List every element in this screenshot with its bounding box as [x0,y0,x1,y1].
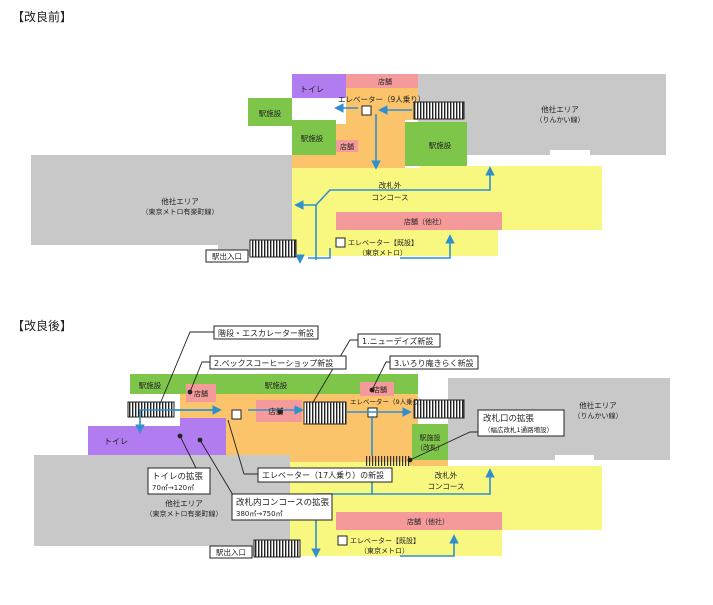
after-stairs-center [303,401,347,425]
after-shop-b-label: 店舗 [373,385,387,394]
before-elevator-label: エレベーター（9人乗り） [338,94,425,104]
after-dot-gate [407,457,413,463]
after-callout-elevator: エレベーター（17人乗り）の新設 [262,470,384,480]
after-exit-label: 駅出入口 [216,547,246,557]
before-elevator-existing-box [335,237,346,248]
after-other-area-left-label-1: 他社エリア [165,498,203,508]
after-other-area-left-label-2: （東京メトロ有楽町線） [146,509,223,518]
before-title: 【改良前】 [12,10,73,24]
after-dot-irori [369,387,375,393]
after-concourse-label-1: 改札外 [435,470,458,480]
before-other-area-left [31,155,292,256]
after-callout-elevator-box [257,467,393,483]
after-station-facility-gate [412,424,448,460]
after-shop-a [186,384,216,402]
before-stairs-bottom [249,239,297,258]
before-station-facility-left-label: 駅施設 [259,108,282,118]
after-callout-irori: 3.いろり庵きらく新設 [394,358,474,368]
after-dot-becks [187,389,193,395]
after-callout-stairs: 階段・エスカレーター新設 [218,328,314,338]
after-other-area-left [34,455,290,556]
before-toilet [292,74,346,98]
after-shop-b [360,382,394,396]
before-shop-small-label: 店舗 [340,142,354,151]
after-callout-gate-1: 改札口の拡張 [483,413,535,424]
before-concourse-label-2: コンコース [371,193,408,202]
after-title: 【改良後】 [12,319,73,333]
after-callout-concourse-1: 改札内コンコースの拡張 [236,497,330,508]
after-shop-other-label: 店舗（他社） [407,517,449,526]
after-stairs-right [413,399,465,419]
before-shop-other-label: 店舗（他社） [404,217,446,226]
after-toilet [88,418,226,455]
after-callout-toilet-1: トイレの拡張 [152,471,204,482]
before-other-area-left-label-1: 他社エリア [161,196,199,206]
before-diagram: トイレ 店舗 エレベーター（9人乗り） 駅施設 駅施設 店舗 駅施設 他社エリア… [31,74,666,264]
after-callout-toilet-2: 70㎡→120㎡ [152,484,194,492]
before-exit-label: 駅出入口 [212,251,242,261]
after-callout-newdays-box [357,333,441,348]
before-other-area-right-label-2: （りんかい線） [536,115,585,124]
after-callout-irori-box [389,355,479,370]
before-shop-top [346,74,418,88]
after-elevator-label: エレベーター（9人乗り） [350,397,426,406]
after-shop-other [336,512,502,530]
after-other-area-right-label-2: （りんかい線） [574,411,623,420]
after-dot-concourse [197,437,203,443]
after-gates [366,456,410,466]
before-elevator-box [361,105,372,116]
after-dot-toilet [177,433,183,439]
after-callout-gate-2: （幅広改札1通路増設） [484,425,553,434]
before-flow-arrows [294,103,495,264]
after-callout-newdays: 1.ニューデイズ新設 [362,336,433,346]
after-elevator-existing-box [337,535,348,546]
before-shop-top-label: 店舗 [378,77,392,86]
after-exit-box [209,545,253,559]
before-shop-small [336,140,358,152]
after-elevator-new-box [231,409,242,420]
before-concourse [292,166,602,256]
after-callout-concourse-box [231,493,333,521]
after-station-facility-gate-label-2: （改札） [416,443,444,452]
before-elevator-existing-label-2: （東京メトロ） [358,248,407,257]
after-stairs-bottom [253,539,301,558]
before-station-facility-right [405,122,467,166]
after-station-facility-left-label: 駅施設 [139,380,162,390]
before-station-facility-mid-label: 駅施設 [301,133,324,143]
after-callout-becks-box [209,355,347,370]
after-dot-newdays [277,409,283,415]
before-station-facility-right-label: 駅施設 [429,140,452,150]
after-station-facility-gate-label-1: 駅施設 [420,433,441,442]
before-shop-other [336,212,502,230]
before-other-area-right-label-1: 他社エリア [541,104,579,114]
before-station-facility-mid [292,120,336,155]
after-elevator-existing-label-1: エレベーター【既設】 [350,536,420,545]
after-callout-toilet-box [147,467,211,495]
before-other-area-right [418,74,666,155]
after-shop-a-label: 店舗 [194,389,208,398]
after-shop-center-label: 店舗 [269,406,284,416]
after-concourse-label-2: コンコース [427,482,464,491]
before-toilet-label: トイレ [300,85,324,94]
after-callout-gate-box [477,409,565,437]
after-station-facility-top-label: 駅施設 [265,380,288,390]
before-elevator-existing-label-1: エレベーター【既設】 [348,238,418,247]
before-station-facility-left [248,98,292,126]
before-other-area-left-label-2: （東京メトロ有楽町線） [142,207,219,216]
after-diagram: 階段・エスカレーター新設 2.ベックスコーヒーショップ新設 1.ニューデイズ新設… [34,325,670,559]
after-station-facility-top [170,374,418,394]
before-exit-box [205,249,249,263]
after-callout-stairs-box [213,325,319,340]
before-stairs-top [413,101,465,120]
before-concourse-label-1: 改札外 [379,180,402,190]
after-elevator-existing-label-2: （東京メトロ） [360,546,409,555]
after-callout-concourse-2: 380㎡→750㎡ [236,510,283,518]
after-toilet-label: トイレ [104,437,128,446]
after-callout-becks: 2.ベックスコーヒーショップ新設 [214,358,333,368]
after-other-area-right-label-1: 他社エリア [579,400,617,410]
after-station-facility-left [130,374,170,394]
